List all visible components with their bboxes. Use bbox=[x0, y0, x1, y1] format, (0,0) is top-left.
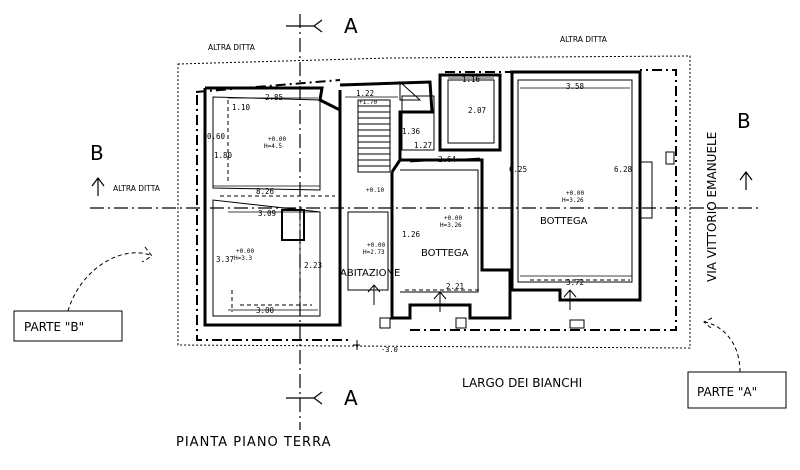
section-b-right-label: B bbox=[737, 109, 751, 133]
dim-1-80: 1.80 bbox=[214, 151, 233, 160]
neighbor-top-right: ALTRA DITTA bbox=[560, 35, 608, 44]
part-a-box bbox=[687, 371, 787, 409]
level-room1-h: H=4.5 bbox=[264, 143, 282, 150]
dim-1-22: 1.22 bbox=[356, 89, 374, 98]
property-boundary bbox=[177, 55, 691, 349]
part-b-label: PARTE "B" bbox=[24, 320, 84, 334]
room-bottega-right: BOTTEGA bbox=[540, 216, 588, 227]
level-bottega-mid-h: H=3.26 bbox=[440, 222, 462, 229]
level-room1: +0.00 bbox=[268, 136, 286, 143]
level-room2: +0.00 bbox=[236, 248, 254, 255]
dim-3-58: 3.58 bbox=[566, 82, 585, 91]
dim-1-27: 1.27 bbox=[414, 141, 432, 150]
dim-1-10: 1.10 bbox=[232, 103, 251, 112]
room-bottega-mid: BOTTEGA bbox=[421, 248, 469, 259]
level-bottega-right-h: H=3.26 bbox=[562, 197, 584, 204]
street-via-vittorio-emanuele: VIA VITTORIO EMANUELE bbox=[705, 132, 719, 282]
level-abitazione-h: H=2.73 bbox=[363, 249, 385, 256]
drawing-title: PIANTA PIANO TERRA bbox=[176, 435, 332, 450]
meter-box bbox=[665, 151, 675, 165]
hidden-lines bbox=[220, 100, 630, 312]
part-a-label: PARTE "A" bbox=[697, 385, 757, 399]
dim-1-36: 1.36 bbox=[402, 127, 421, 136]
level-bottega-right: +0.00 bbox=[566, 190, 584, 197]
window-frame bbox=[639, 161, 653, 219]
part-b-leader bbox=[67, 246, 153, 312]
dim-1-16: 1.16 bbox=[462, 75, 481, 84]
building-outline-dashdot bbox=[195, 69, 677, 341]
dim-2-07: 2.07 bbox=[468, 106, 486, 115]
level-abitazione: +0.00 bbox=[367, 242, 385, 249]
neighbor-top-left: ALTRA DITTA bbox=[208, 43, 256, 52]
dim-3-00: 3.00 bbox=[256, 306, 275, 315]
level-stairs-landing: +1.70 bbox=[359, 99, 377, 106]
neighbor-left: ALTRA DITTA bbox=[113, 184, 161, 193]
street-largo-dei-bianchi: LARGO DEI BIANCHI bbox=[462, 376, 582, 390]
section-line-b bbox=[90, 171, 760, 209]
dim-8-26: 8.26 bbox=[256, 187, 275, 196]
section-line-a bbox=[286, 14, 323, 430]
dim-6-25: 6.25 bbox=[509, 165, 527, 174]
section-a-top-label: A bbox=[344, 14, 358, 38]
level-bottega-mid: +0.00 bbox=[444, 215, 462, 222]
level-street: -3.0 bbox=[381, 346, 398, 354]
dim-3-72: 3.72 bbox=[566, 278, 584, 287]
section-a-bottom-label: A bbox=[344, 386, 358, 410]
dim-3-09: 3.09 bbox=[258, 209, 276, 218]
dimension-labels: 2.85 1.22 1.16 3.58 1.10 0.60 1.80 8.26 … bbox=[207, 75, 633, 315]
entrance-arrows bbox=[353, 284, 585, 350]
dim-6-28: 6.28 bbox=[614, 165, 633, 174]
part-a-leader bbox=[703, 317, 741, 373]
dim-3-37: 3.37 bbox=[216, 255, 234, 264]
level-room2-h: H=3.3 bbox=[234, 255, 252, 262]
dim-0-60: 0.60 bbox=[207, 132, 226, 141]
level-marks: +0.00 H=4.5 +0.00 H=3.3 +0.00 H=2.73 +0.… bbox=[234, 99, 584, 354]
dim-2-85: 2.85 bbox=[265, 93, 283, 102]
staircase bbox=[357, 80, 422, 173]
section-b-left-label: B bbox=[90, 141, 104, 165]
dim-plus-0-10: +0.10 bbox=[366, 187, 384, 194]
dim-2-23: 2.23 bbox=[304, 261, 322, 270]
dim-2-21: 2.21 bbox=[446, 282, 464, 291]
chimney bbox=[281, 209, 305, 241]
dim-2-64: 2.64 bbox=[438, 155, 457, 164]
room-abitazione: ABITAZIONE bbox=[340, 268, 400, 279]
dimension-lines bbox=[213, 77, 633, 311]
dim-1-26: 1.26 bbox=[402, 230, 421, 239]
